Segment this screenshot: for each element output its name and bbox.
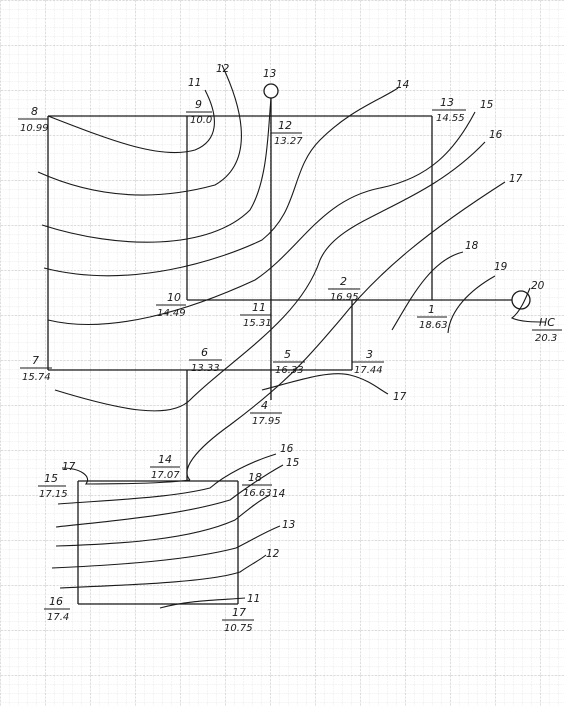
contour-16-lower (57, 453, 277, 505)
well-circle-hc (511, 290, 531, 310)
contour-13-lower (51, 525, 281, 569)
node-value-8: 10.99 (20, 123, 49, 134)
node-num-9: 9 (195, 98, 202, 111)
contour-label-14-upper: 14 (396, 79, 409, 91)
contour-label-12-upper: 12 (216, 63, 230, 75)
contour-label-13-upper: 13 (263, 68, 276, 80)
contour-label-18-upper: 18 (465, 240, 479, 252)
contour-17-mid (261, 373, 389, 395)
node-value-15: 17.15 (39, 489, 68, 500)
contour-label-16-upper: 16 (489, 129, 503, 141)
pipe-network (47, 92, 512, 605)
well-circle-13 (263, 83, 279, 99)
node-num-1: 1 (428, 303, 435, 316)
node-num-12: 12 (278, 119, 292, 132)
node-value-18: 16.63 (243, 488, 272, 499)
node-value-4: 17.95 (252, 416, 281, 427)
node-num-10: 10 (167, 291, 181, 304)
node-value-10: 14.49 (157, 308, 186, 319)
contour-11-lower (159, 597, 246, 609)
contour-label-17-upper: 17 (509, 173, 523, 185)
node-labels (18, 109, 562, 621)
node-num-11: 11 (252, 301, 266, 314)
node-num-16: 16 (49, 595, 63, 608)
contour-12-upper (37, 64, 242, 196)
node-value-1: 18.63 (419, 320, 448, 331)
node-value-2: 16.95 (330, 292, 359, 303)
contour-label-17-mid: 17 (393, 391, 407, 403)
node-num-6: 6 (201, 346, 208, 359)
contour-label-11-lower: 11 (247, 593, 260, 605)
node-value-17: 10.75 (224, 623, 253, 634)
node-num-15: 15 (44, 472, 58, 485)
node-num-18: 18 (248, 471, 262, 484)
contour-14-upper (43, 87, 399, 277)
node-value-3: 17.44 (354, 365, 383, 376)
node-value-14: 17.07 (151, 470, 180, 481)
node-num-4: 4 (261, 399, 268, 412)
contour-label-20-upper: 20 (531, 280, 545, 292)
contour-label-11-upper: 11 (188, 77, 201, 89)
contour-label-14-lower: 14 (272, 488, 285, 500)
node-value-9: 10.0 (190, 115, 212, 126)
contour-15-lower (55, 464, 284, 528)
node-value-hc: 20.3 (535, 333, 557, 344)
node-value-6: 13.33 (191, 363, 220, 374)
contour-labels: 11 12 13 14 15 16 17 18 19 20 17 17 16 1… (62, 63, 545, 605)
node-num-7: 7 (32, 354, 39, 367)
contour-19-upper (447, 275, 496, 334)
node-num-17: 17 (232, 606, 246, 619)
node-num-14: 14 (158, 453, 172, 466)
contour-13-upper (41, 97, 272, 243)
node-value-12: 13.27 (274, 136, 303, 147)
node-num-2: 2 (340, 275, 347, 288)
contour-label-15-lower: 15 (286, 457, 300, 469)
contour-label-19-upper: 19 (494, 261, 508, 273)
contours-lower (51, 453, 284, 609)
contour-label-16-lower: 16 (280, 443, 294, 455)
node-num-3: 3 (366, 348, 373, 361)
node-value-5: 16.33 (275, 365, 304, 376)
contour-17-upper (186, 181, 506, 481)
contour-12-lower (59, 554, 267, 589)
contour-label-17-lower: 17 (62, 461, 76, 473)
contour-11-upper (47, 89, 215, 154)
contours-upper (37, 64, 546, 481)
node-num-13: 13 (440, 96, 454, 109)
contour-20-upper (510, 287, 546, 323)
contour-label-15-upper: 15 (480, 99, 494, 111)
contour-label-13-lower: 13 (282, 519, 295, 531)
node-value-7: 15.74 (22, 372, 51, 383)
node-text: 8 10.99 9 10.0 12 13.27 13 14.55 10 14.4… (20, 96, 557, 634)
contour-15-upper (47, 111, 476, 326)
contour-label-12-lower: 12 (266, 548, 280, 560)
contour-16-upper (54, 141, 486, 412)
node-value-11: 15.31 (243, 318, 272, 329)
node-num-hc: HC (539, 316, 555, 329)
node-num-5: 5 (284, 348, 291, 361)
contour-18-upper (391, 251, 464, 331)
contour-17-lower (61, 467, 191, 485)
node-value-13: 14.55 (436, 113, 465, 124)
node-num-8: 8 (31, 105, 38, 118)
contour-14-lower (55, 494, 271, 547)
node-value-16: 17.4 (47, 612, 69, 623)
